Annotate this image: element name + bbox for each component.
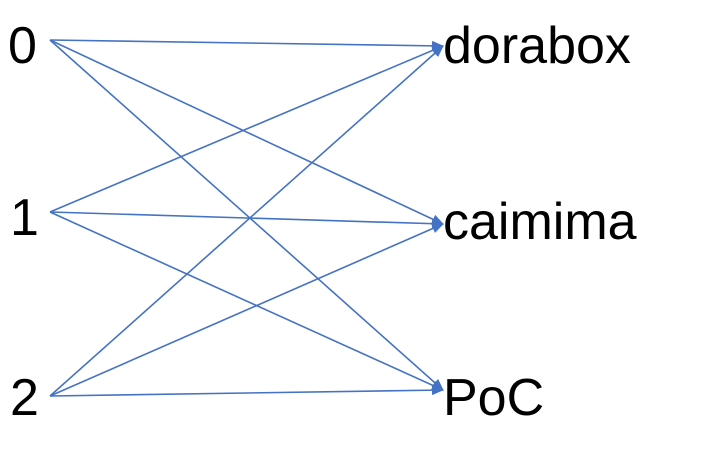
edge-1-to-caimima [49, 211, 444, 229]
edge-0-to-caimima [49, 39, 444, 225]
edge-0-to-poc [49, 39, 444, 391]
left-node-1: 1 [10, 189, 39, 247]
edge-1-to-poc [49, 211, 444, 391]
left-node-0: 0 [8, 17, 37, 75]
edge-2-to-dorabox [49, 45, 444, 397]
edge-2-to-poc [49, 385, 444, 397]
right-node-dorabox: dorabox [443, 17, 631, 75]
right-node-poc: PoC [443, 369, 545, 427]
edge-1-to-dorabox [49, 45, 444, 213]
edge-0-to-dorabox [49, 39, 444, 51]
edge-group [49, 39, 444, 397]
edge-2-to-caimima [49, 223, 444, 397]
right-node-caimima: caimima [443, 193, 637, 251]
left-node-2: 2 [10, 369, 39, 427]
